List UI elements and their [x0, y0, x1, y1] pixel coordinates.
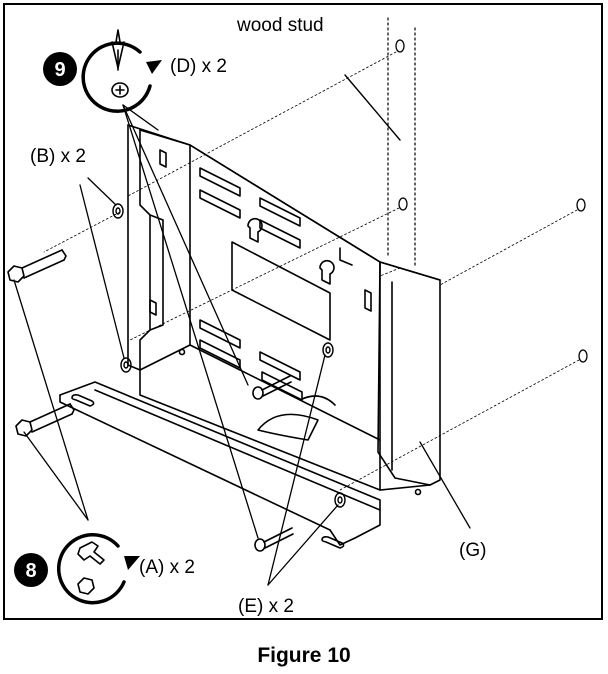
rotate-arrow-9	[81, 41, 152, 113]
figure-caption: Figure 10	[257, 644, 351, 667]
rotate-arrowhead-9	[146, 60, 162, 74]
rotate-arrowhead-8	[124, 556, 140, 570]
step-badge-8: 8	[14, 553, 48, 587]
mounting-bracket	[59, 124, 441, 549]
step-badge-9: 9	[43, 52, 77, 86]
screws	[252, 375, 294, 552]
alignment-lines	[43, 51, 580, 491]
step-number-9: 9	[54, 59, 65, 81]
step-number-8: 8	[25, 560, 36, 582]
wrench-icon	[77, 541, 105, 595]
bracket-g-label: (G)	[459, 540, 487, 561]
wood-stud	[387, 17, 416, 266]
lag-bolt-lower	[15, 403, 75, 437]
assembly-diagram: 9 8	[7, 17, 588, 605]
washers	[112, 203, 346, 508]
lag-bolt-upper	[7, 249, 67, 283]
figure-frame	[3, 3, 603, 620]
screw-d-label: (D) x 2	[170, 56, 227, 77]
wood-stud-label: wood stud	[237, 15, 324, 36]
rotate-arrow-8	[56, 532, 126, 605]
washer-b-label: (B) x 2	[30, 146, 86, 167]
wall-holes	[395, 39, 588, 363]
bolt-a-label: (A) x 2	[139, 557, 195, 578]
wood-stud-leader	[344, 74, 401, 141]
screwdriver-icon	[111, 29, 129, 98]
washer-e-label: (E) x 2	[238, 596, 294, 617]
